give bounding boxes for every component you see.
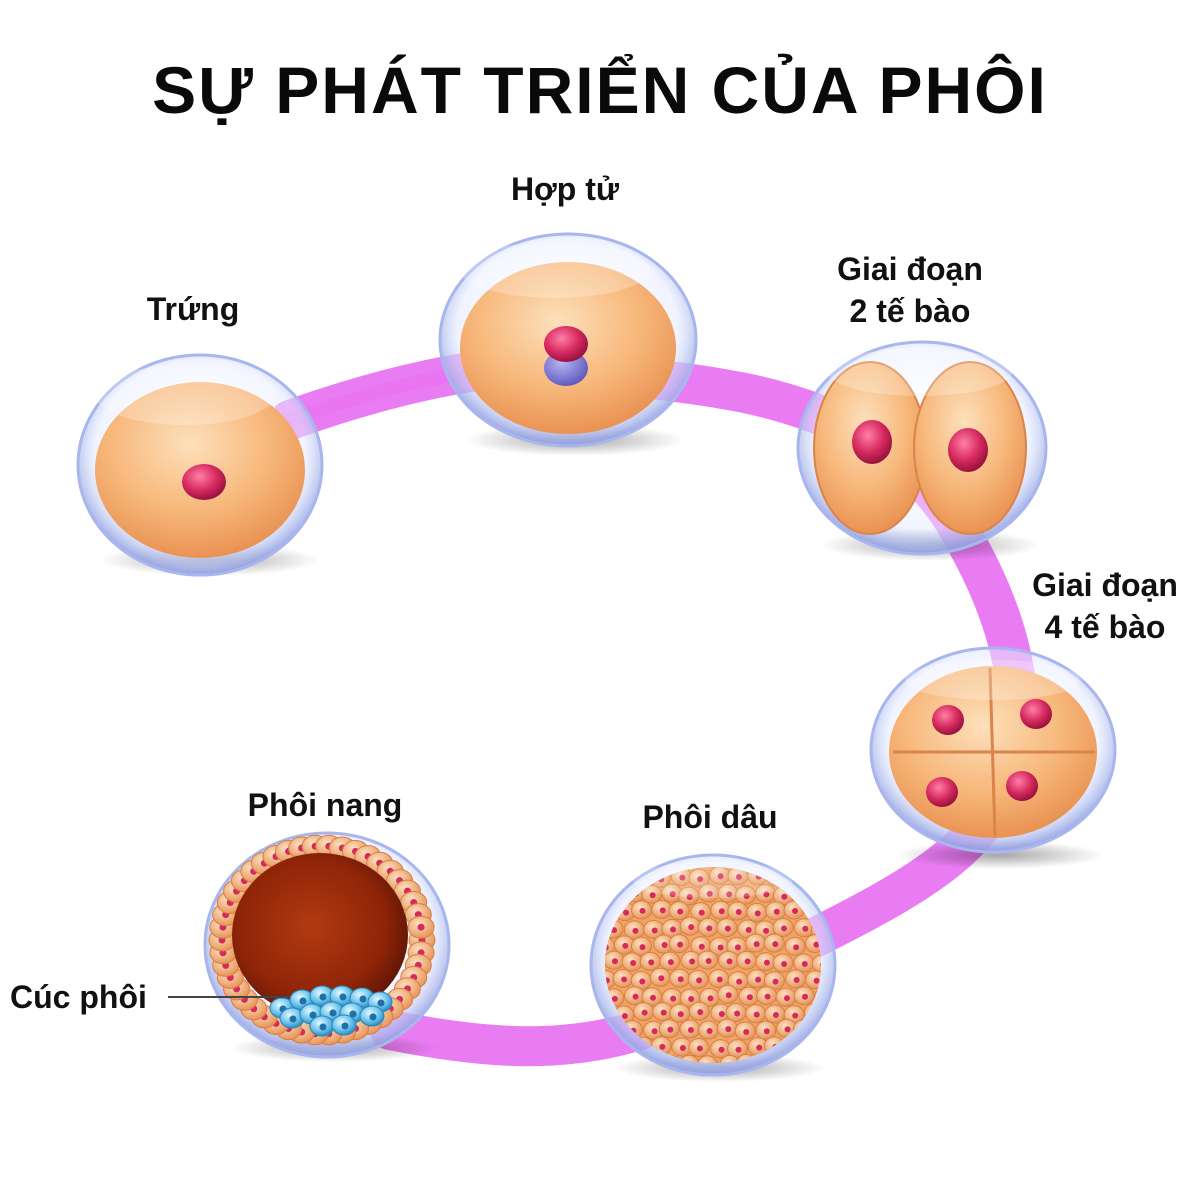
label-egg: Trứng [146, 291, 240, 327]
egg-cell [76, 353, 324, 577]
zygote-cell [438, 232, 698, 456]
morula-cell [589, 853, 837, 1082]
four-cell-stage [869, 646, 1117, 869]
two-cell-stage [796, 340, 1048, 561]
label-four-cell-line1: Giai đoạn [1032, 567, 1178, 603]
label-two-cell-line1: Giai đoạn [837, 251, 983, 287]
blastocyst-cell [203, 831, 451, 1062]
label-two-cell-line2: 2 tế bào [849, 293, 971, 329]
page-title: SỰ PHÁT TRIỂN CỦA PHÔI [152, 53, 1048, 127]
label-inner-cell-mass: Cúc phôi [10, 979, 147, 1015]
label-zygote: Hợp tử [510, 171, 620, 207]
label-morula: Phôi dâu [642, 799, 778, 835]
inner-cell-mass [269, 985, 393, 1037]
label-four-cell-line2: 4 tế bào [1044, 609, 1166, 645]
label-blastocyst: Phôi nang [247, 787, 403, 823]
